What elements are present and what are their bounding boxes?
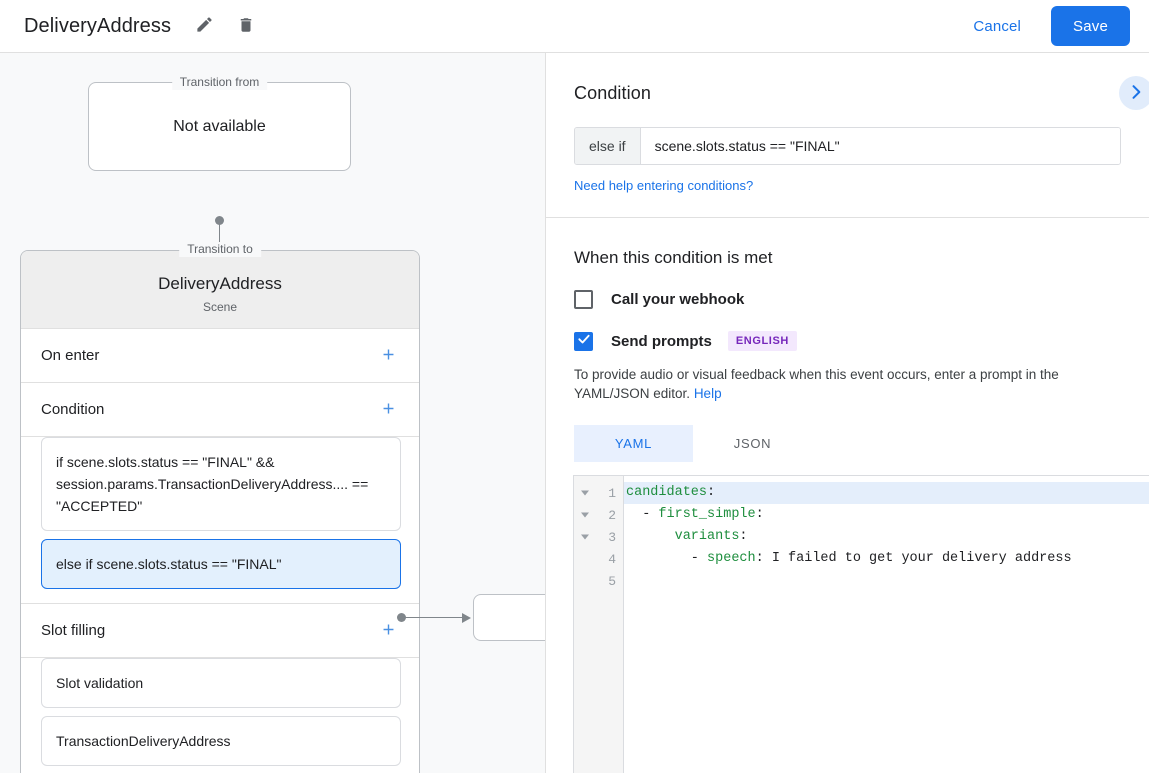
yaml-colon: : [755,507,764,522]
save-button[interactable]: Save [1051,6,1130,46]
plus-icon [380,346,397,366]
yaml-key: first_simple [658,507,756,522]
section-title-on-enter: On enter [41,347,100,364]
editor-code-line[interactable]: candidates: [624,482,1149,504]
add-slot-filling-button[interactable] [375,618,401,644]
line-number-text: 2 [608,507,616,523]
yaml-key: variants [674,529,740,544]
yaml-value: I failed to get your delivery address [771,551,1072,566]
condition-prefix-label: else if [575,128,641,164]
section-title-condition: Condition [41,401,105,418]
add-condition-button[interactable] [375,397,401,423]
send-prompts-checkbox-row[interactable]: Send prompts ENGLISH [574,331,1121,351]
transition-from-node[interactable]: Transition from Not available [88,75,351,171]
when-condition-met-heading: When this condition is met [574,248,773,267]
pencil-icon [195,15,214,37]
editor-code-line[interactable] [624,570,1149,592]
condition-section: Condition else if Need help entering con… [546,53,1149,195]
yaml-code-editor[interactable]: 1 2 3 4 5 candidates: - first_simple: varian… [573,475,1149,773]
add-on-enter-button[interactable] [375,343,401,369]
collapse-panel-button[interactable] [1119,76,1149,110]
condition-help-link[interactable]: Need help entering conditions? [574,178,754,193]
fold-caret-icon[interactable] [581,512,589,518]
connector-line-horizontal [404,617,466,618]
connector-dot-branch [397,613,406,622]
plus-icon [380,400,397,420]
condition-input[interactable] [640,128,1120,164]
editor-line-number: 1 [574,482,623,504]
transition-to-legend: Transition to [179,242,261,257]
condition-heading: Condition [574,83,651,103]
top-bar: DeliveryAddress Cancel Save [0,0,1149,53]
page-title: DeliveryAddress [24,14,172,37]
target-node-stub[interactable] [473,594,545,641]
line-number-text: 5 [608,573,616,589]
yaml-colon: : [739,529,748,544]
transition-from-legend: Transition from [171,75,268,90]
connector-dot-source [215,216,224,225]
section-header-slot-filling: Slot filling [21,604,419,658]
slot-filling-item[interactable]: TransactionDeliveryAddress [41,716,401,766]
webhook-checkbox-row[interactable]: Call your webhook [574,290,1121,309]
section-body-condition: if scene.slots.status == "FINAL" && sess… [21,437,419,604]
editor-line-number: 4 [574,548,623,570]
editor-code-area[interactable]: candidates: - first_simple: variants: - … [624,476,1149,773]
editor-format-tabs: YAML JSON [574,425,1121,462]
code-indent: - [626,551,708,566]
line-number-text: 3 [608,529,616,545]
edit-name-button[interactable] [189,11,219,41]
chevron-right-icon [1126,82,1146,105]
line-number-text: 4 [608,551,616,567]
graph-panel: Transition from Not available Transition… [0,53,546,773]
editor-code-line[interactable]: variants: [624,526,1149,548]
transition-to-node: DeliveryAddress Scene On enter Condition… [20,250,420,773]
code-indent: - [626,507,659,522]
tab-yaml[interactable]: YAML [574,425,693,462]
prompts-helper-sentence: To provide audio or visual feedback when… [574,367,1059,401]
section-divider [546,217,1149,218]
editor-gutter: 1 2 3 4 5 [574,476,624,773]
section-title-slot-filling: Slot filling [41,622,106,639]
condition-item[interactable]: if scene.slots.status == "FINAL" && sess… [41,437,401,531]
connector-arrowhead-right [462,613,471,623]
yaml-colon: : [755,551,772,566]
transition-from-value: Not available [173,117,266,135]
cancel-button[interactable]: Cancel [961,10,1033,43]
yaml-key: candidates [626,485,708,500]
yaml-key: speech [707,551,756,566]
trash-icon [237,16,255,37]
prompts-helper-text: To provide audio or visual feedback when… [574,365,1121,403]
fold-caret-icon[interactable] [581,490,589,496]
editor-line-number: 2 [574,504,623,526]
webhook-label: Call your webhook [611,291,745,308]
webhook-checkbox[interactable] [574,290,593,309]
scene-name: DeliveryAddress [158,274,282,293]
send-prompts-checkbox[interactable] [574,331,593,351]
section-header-condition: Condition [21,383,419,437]
check-icon [577,332,591,351]
language-badge: ENGLISH [727,331,797,351]
tab-json[interactable]: JSON [693,425,812,462]
editor-line-number: 3 [574,526,623,548]
fold-caret-icon[interactable] [581,534,589,540]
top-bar-actions: Cancel Save [961,6,1149,46]
condition-input-group: else if [574,127,1121,165]
code-indent [626,529,675,544]
plus-icon [380,621,397,641]
scene-header: DeliveryAddress Scene [21,251,419,329]
line-number-text: 1 [608,485,616,501]
editor-code-line[interactable]: - first_simple: [624,504,1149,526]
when-condition-met-section: When this condition is met Call your web… [546,218,1149,462]
condition-item-selected[interactable]: else if scene.slots.status == "FINAL" [41,539,401,589]
yaml-colon: : [707,485,716,500]
scene-type: Scene [202,300,238,314]
editor-code-line[interactable]: - speech: I failed to get your delivery … [624,548,1149,570]
section-body-slot-filling: Slot validation TransactionDeliveryAddre… [21,658,419,773]
delete-button[interactable] [231,11,261,41]
editor-line-number: 5 [574,570,623,592]
slot-filling-item[interactable]: Slot validation [41,658,401,708]
section-header-on-enter: On enter [21,329,419,383]
send-prompts-label: Send prompts [611,332,712,350]
prompts-help-link[interactable]: Help [693,386,722,401]
